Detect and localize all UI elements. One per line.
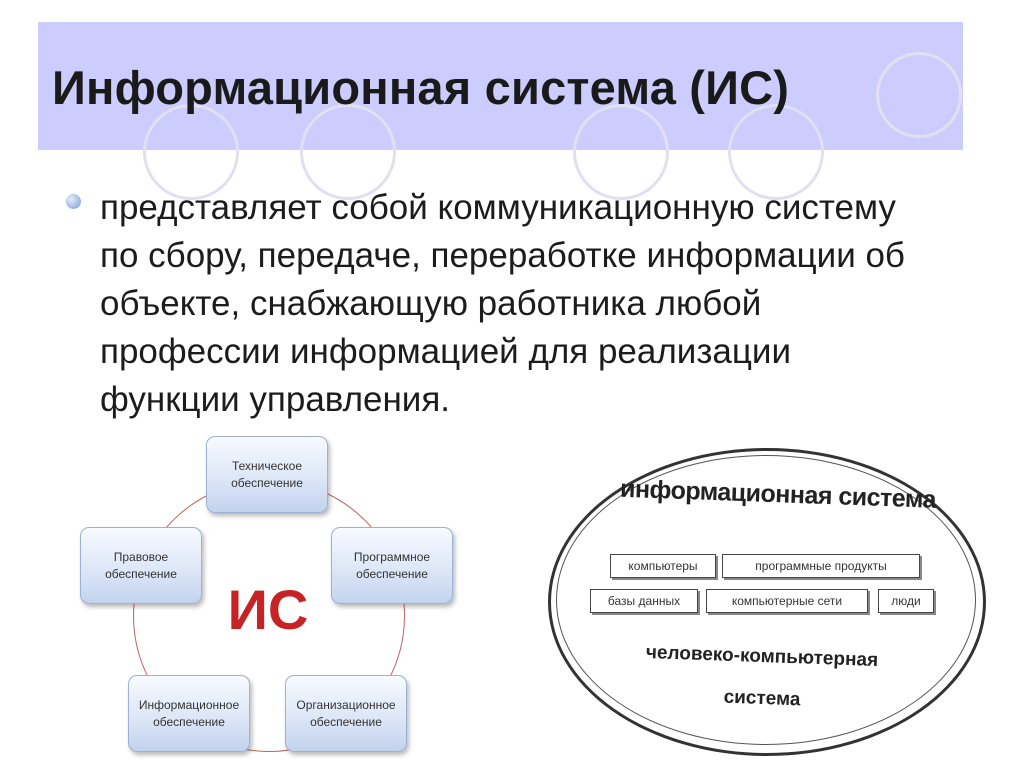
decorative-circle [300,104,396,200]
node-software: Программное обеспечение [331,527,453,604]
node-line: Правовое [113,549,169,564]
node-organizational: Организационное обеспечение [285,675,407,752]
node-line: обеспечение [356,566,428,581]
node-technical: Техническое обеспечение [206,436,328,513]
title-banner [38,22,963,200]
node-line: Организационное [296,697,396,712]
node-line: обеспечение [231,475,303,490]
decorative-circle [876,52,962,138]
node-line: Техническое [231,458,303,473]
node-line: Программное [353,549,431,564]
node-informational: Информационное обеспечение [128,675,250,752]
box-people: люди [878,589,934,613]
bullet-icon [66,194,81,209]
decorative-circle [573,104,669,200]
node-line: Информационное [138,697,240,712]
node-line: обеспечение [153,714,225,729]
inner-oval [556,455,976,745]
bullet-text: представляет собой коммуникационную сист… [100,188,905,419]
is-center-label: ИС [227,578,309,641]
box-software-products: программные продукты [722,554,920,578]
node-legal: Правовое обеспечение [80,527,202,604]
decorative-circle [143,104,239,200]
box-computers: компьютеры [610,554,716,578]
node-line: обеспечение [310,714,382,729]
decorative-circle [728,104,824,200]
box-databases: базы данных [590,589,698,613]
slide-title: Информационная система (ИС) [52,61,790,114]
box-computer-networks: компьютерные сети [706,589,868,613]
node-line: обеспечение [105,566,177,581]
